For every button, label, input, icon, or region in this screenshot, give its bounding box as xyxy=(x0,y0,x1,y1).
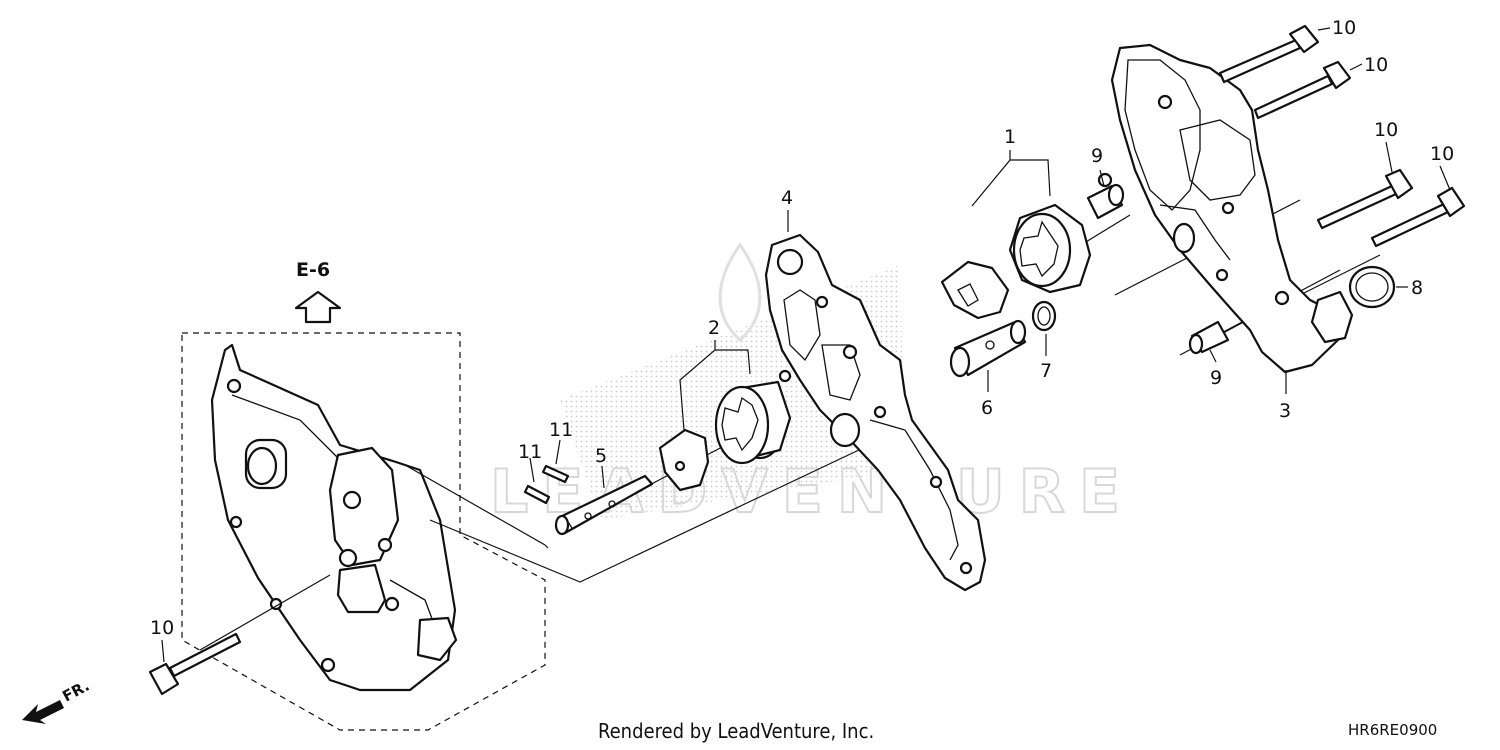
dowel-pins xyxy=(523,464,570,505)
flange-bolt-2 xyxy=(1253,60,1352,120)
crankcase-cover-reference-box xyxy=(181,332,546,731)
callout-8: 8 xyxy=(1411,277,1423,299)
callout-11-right: 11 xyxy=(549,419,573,441)
reference-arrow: E-6 xyxy=(294,259,342,324)
callout-10-bolt-2: 10 xyxy=(1364,54,1388,76)
callout-11-left: 11 xyxy=(518,441,542,463)
callout-10-bolt-1: 10 xyxy=(1332,17,1356,39)
collar-dowel-lower xyxy=(1188,320,1230,355)
callout-2: 2 xyxy=(708,317,720,339)
pump-body-plate xyxy=(764,233,987,592)
o-ring-large xyxy=(1348,265,1396,309)
rotor-set-left xyxy=(658,380,792,492)
front-direction-indicator: FR. xyxy=(22,677,92,724)
pump-shaft xyxy=(554,474,654,536)
rendered-by-credit: Rendered by LeadVenture, Inc. xyxy=(598,719,874,743)
flange-bolt-4 xyxy=(1370,186,1466,248)
callout-5: 5 xyxy=(595,445,607,467)
rotor-set-right xyxy=(940,203,1092,320)
callout-9-upper: 9 xyxy=(1091,145,1103,167)
callout-10-bolt-4: 10 xyxy=(1430,143,1454,165)
pump-cover xyxy=(1097,43,1354,374)
o-ring-small xyxy=(1031,300,1057,332)
reference-label: E-6 xyxy=(296,259,330,281)
front-label: FR. xyxy=(59,677,92,706)
diagram-code: HR6RE0900 xyxy=(1348,721,1437,739)
front-arrow-icon xyxy=(22,700,64,724)
callout-10-bolt-5: 10 xyxy=(150,617,174,639)
relief-valve xyxy=(949,319,1027,378)
callout-7: 7 xyxy=(1040,360,1052,382)
callout-6: 6 xyxy=(981,397,993,419)
up-arrow-icon xyxy=(294,290,342,324)
callout-3: 3 xyxy=(1279,400,1291,422)
flange-bolt-5 xyxy=(148,632,242,696)
callout-10-bolt-3: 10 xyxy=(1374,119,1398,141)
callout-leaders xyxy=(161,27,1451,663)
callout-1: 1 xyxy=(1004,126,1016,148)
callout-4: 4 xyxy=(781,187,793,209)
callout-9-lower: 9 xyxy=(1210,367,1222,389)
crankcase-cover xyxy=(210,343,458,692)
flange-bolt-1 xyxy=(1218,24,1320,84)
flange-bolt-3 xyxy=(1316,168,1414,230)
collar-dowel-upper xyxy=(1086,183,1125,220)
